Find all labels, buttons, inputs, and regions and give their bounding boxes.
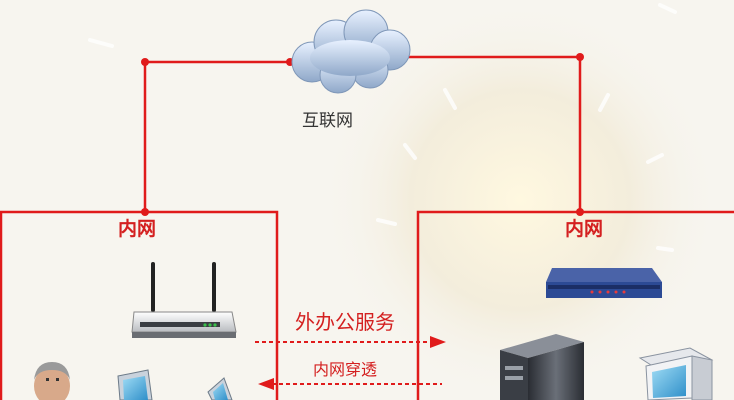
penetration-flow-label: 内网穿透 [313,360,378,379]
penetration-flow-arrow [258,378,442,390]
lan-right-title: 内网 [565,218,604,240]
service-flow-label: 外办公服务 [295,310,395,334]
desktop-icon [117,369,153,400]
lan-left-box [0,210,279,400]
rack-server-icon [546,268,662,298]
workstation-icon [638,347,714,400]
cloud-icon [291,9,411,94]
lan-right-box [416,210,734,400]
tower-server-icon [500,334,584,400]
left-wan-link [143,60,290,212]
laptop-icon [207,377,233,400]
router-icon [131,262,237,338]
person-icon [34,362,70,400]
lan-left-title: 内网 [118,218,157,240]
service-flow-arrow [255,336,446,348]
internet-label: 互联网 [302,111,353,131]
background-glow [88,0,720,400]
